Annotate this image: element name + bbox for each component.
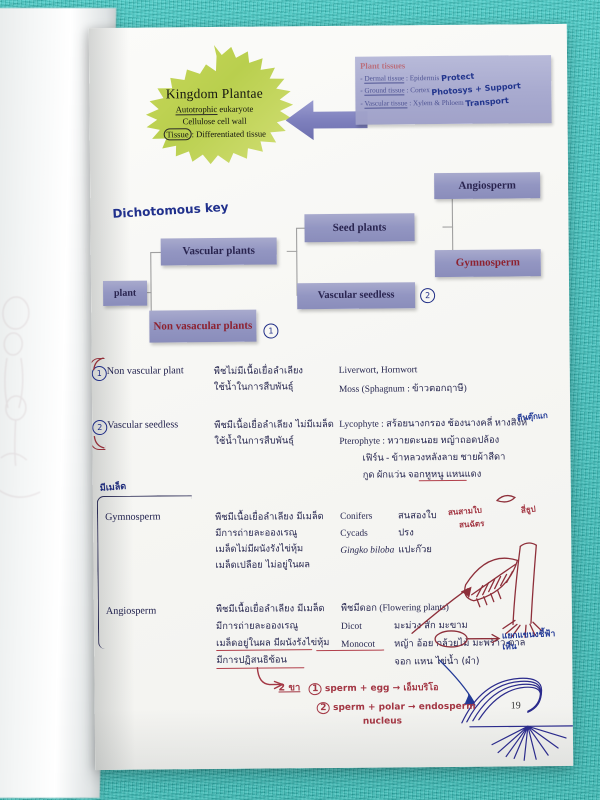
page-bottom-shadow	[94, 705, 574, 771]
bottom-note-1-num: 1	[308, 683, 322, 696]
node-seed-plants[interactable]: Seed plants	[304, 213, 415, 243]
group-4-thai-2: มีการถ่ายละอองเรณู	[215, 620, 299, 633]
mi-melet-bracket-label: มีเมล็ด	[99, 481, 127, 494]
group-4-example-2-th: มะม่วง สัก มะขาม	[393, 619, 468, 632]
node-angiosperm[interactable]: Angiosperm	[434, 172, 541, 200]
tissue-desc: : Differentiated tissue	[191, 128, 266, 140]
node-vascular-plants[interactable]: Vascular plants	[160, 237, 277, 266]
node-plant[interactable]: plant	[102, 280, 148, 306]
starburst-title: Kingdom Plantae	[165, 85, 263, 102]
row-marker-1-text: 1	[96, 368, 102, 379]
group-3-thai-3: เมล็ดไม่มีผนังรังไข่หุ้ม	[215, 543, 304, 556]
row-marker-1-circle: 1	[91, 365, 107, 382]
group-2-example-1: Lycophyte : สร้อยนางกรอง ช้องนางคลี่ หาง…	[339, 418, 528, 430]
starburst-line-1: Autotrophic eukaryote	[175, 103, 254, 116]
group-1-thai-2: ใช้น้ำในการสืบพันธุ์	[213, 381, 294, 394]
group-1-name: Non vascular plant	[106, 365, 184, 377]
ground-tissue-term: Ground tissue	[364, 86, 405, 97]
starburst-line-3: Tissue: Differentiated tissue	[163, 128, 266, 141]
group-2-name: Vascular seedless	[107, 419, 179, 431]
node-non-vascular-plants-label: Non vasacular plants	[153, 319, 253, 333]
group-4-thai-3: เมล็ดอยู่ในผล มีผนังรังไข่หุ้ม	[216, 637, 330, 650]
key-marker-2-text: 2	[425, 291, 431, 301]
vascular-tissue-value: : Xylem & Phloem	[409, 98, 464, 108]
underline-seed-in-fruit	[216, 649, 313, 652]
vascular-tissue-handnote: Transport	[465, 95, 510, 109]
dermal-tissue-term: Dermal tissue	[364, 74, 405, 84]
kingdom-plantae-starburst: Kingdom Plantae Autotrophic eukaryote Ce…	[124, 44, 305, 178]
group-3-thai-1: พืชมีเนื้อเยื่อลำเลียง มีเมล็ด	[214, 511, 324, 524]
starburst-line-2: Cellulose cell wall	[182, 115, 247, 127]
bottom-note-2-arrow: →	[407, 702, 416, 713]
bottom-note-2-text: sperm + polar	[333, 702, 405, 713]
group-2-thai-1: พืชมีเนื้อเยื่อลำเลียง ไม่มีเมล็ด	[214, 418, 334, 432]
group-4-example-3-en: Monocot	[341, 639, 376, 650]
bottom-note-1-arrow: →	[392, 683, 401, 694]
plant-tissues-box: Plant tissues - Dermal tissue : Epidermi…	[355, 55, 552, 125]
node-gymnosperm[interactable]: Gymnosperm	[434, 249, 541, 278]
key-marker-1-circle: 1	[263, 323, 279, 339]
bottom-note-arrow-label: 2 ขา	[278, 682, 301, 694]
group-1-example-1: Liverwort, Hornwort	[338, 365, 418, 376]
bottom-note-1-text: sperm + egg	[324, 683, 390, 695]
left-page-ghost-drawing	[0, 296, 41, 498]
tissue-tag: Tissue	[163, 128, 192, 141]
left-notebook-page	[0, 8, 117, 798]
node-vascular-seedless-label: Vascular seedless	[317, 289, 395, 302]
node-vascular-seedless[interactable]: Vascular seedless	[297, 282, 416, 310]
key-marker-1-text: 1	[268, 326, 274, 336]
gymnosperm-hand-note-3: สี่ธูป	[520, 504, 537, 516]
row-marker-2-text: 2	[97, 422, 103, 433]
group-2-example-3: เฟิร์น - ข้าหลวงหลังลาย ชายผ้าสีดา	[362, 452, 506, 464]
group-3-example-3-th: แปะก๊วย	[398, 544, 432, 556]
monocot-hand-note: แยกแขนงชี้ฟ้า เห็น	[501, 629, 556, 653]
node-plant-label: plant	[113, 287, 137, 299]
group-3-example-1-th: สนสองใบ	[397, 510, 437, 522]
gymnosperm-hand-note-1: สนสามใบ	[447, 505, 483, 518]
dermal-tissue-value: : Epidermis	[405, 74, 440, 83]
key-marker-2-circle: 2	[420, 288, 436, 304]
group-3-example-1-en: Conifers	[340, 511, 373, 522]
bottom-note-item-2: 2 sperm + polar → endosperm	[316, 701, 476, 715]
plant-tissues-heading: Plant tissues	[360, 60, 406, 71]
bottom-note-2-text2: nucleus	[362, 716, 402, 727]
tissue-row-ground: - Ground tissue : Cortex Photosys + Supp…	[360, 82, 546, 98]
group-1-example-2: Moss (Sphagnum : ข้าวตอกฤาษี)	[338, 383, 467, 395]
vascular-tissue-term: Vascular tissue	[364, 99, 408, 109]
underline-double-fertilization	[216, 667, 305, 670]
group-1-thai-1: พืชไม่มีเนื้อเยื่อลำเลียง	[213, 365, 304, 378]
group-4-example-4-th: จอก แหน ไข่น้ำ (ผำ)	[394, 655, 480, 668]
group-4-example-2-en: Dicot	[340, 621, 362, 632]
row-marker-2-circle: 2	[92, 419, 108, 436]
node-angiosperm-label: Angiosperm	[458, 179, 516, 192]
ground-tissue-value: : Cortex	[406, 86, 430, 95]
group-2-thai-2: ใช้น้ำในการสืบพันธุ์	[214, 435, 294, 448]
node-gymnosperm-label: Gymnosperm	[455, 256, 520, 270]
node-seed-plants-label: Seed plants	[332, 221, 387, 234]
group-4-name: Angiosperm	[105, 605, 157, 617]
group-3-name: Gymnosperm	[104, 511, 161, 523]
tissue-row-vascular: - Vascular tissue : Xylem & Phloem Trans…	[360, 96, 546, 110]
bottom-note-item-1: 1 sperm + egg → เอ็มบริโอ	[308, 682, 439, 696]
group-2-hand-note: ตีนตุ๊กแก	[516, 410, 549, 423]
group-3-thai-4: เมล็ดเปลือย ไม่อยู่ในผล	[215, 559, 310, 572]
node-vascular-plants-label: Vascular plants	[182, 245, 255, 258]
bottom-note-1-result: เอ็มบริโอ	[403, 683, 439, 694]
group-3-example-2-th: ปรง	[398, 527, 414, 539]
autotrophic-underlined: Autotrophic	[175, 103, 218, 116]
notebook-page: Kingdom Plantae Autotrophic eukaryote Ce…	[88, 23, 574, 771]
node-non-vascular-plants[interactable]: Non vasacular plants	[149, 309, 257, 343]
page-number: 19	[510, 700, 521, 712]
group-2-example-2: Pterophyte : หวายตะนอย หญ้าถอดปล้อง	[339, 435, 500, 447]
group-4-thai-4: มีการปฏิสนธิซ้อน	[216, 654, 287, 667]
bottom-note-2-result: endosperm	[418, 701, 476, 713]
group-3-thai-2: มีการถ่ายละอองเรณู	[215, 527, 298, 540]
group-3-example-2-en: Cycads	[340, 528, 368, 539]
gymnosperm-hand-note-2: สนฉัตร	[458, 519, 485, 530]
bottom-note-2-num: 2	[316, 702, 331, 715]
group-3-example-3-en: Gingko biloba	[340, 545, 395, 556]
group-4-thai-1: พืชมีเนื้อเยื่อลำเลียง มีเมล็ด	[215, 603, 325, 616]
group-4-example-1-en: พืชมีดอก (Flowering plants)	[340, 602, 449, 614]
